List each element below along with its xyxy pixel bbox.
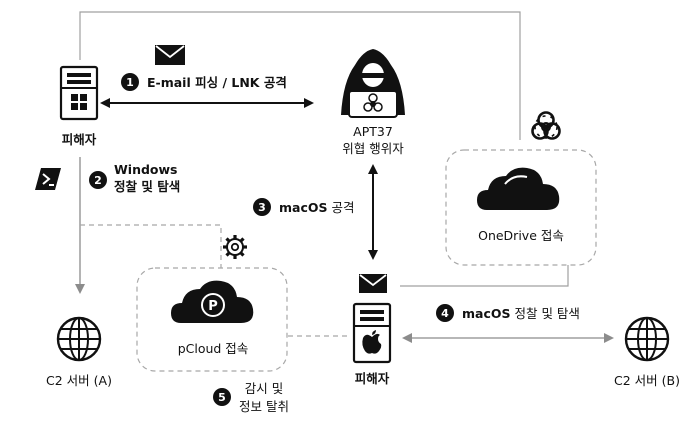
c2-b-label: C2 서버 (B) (614, 373, 680, 388)
gear-icon (223, 235, 247, 259)
apple-logo-icon (362, 330, 382, 354)
globe-icon (624, 316, 670, 362)
connector-lines (75, 11, 614, 343)
step-4-number: 4 (441, 307, 449, 320)
step-1-number: 1 (126, 76, 134, 89)
step-2-label-line1: Windows (114, 162, 178, 177)
globe-icon (56, 316, 102, 362)
svg-text:P: P (208, 299, 218, 314)
hacker-icon (341, 49, 405, 118)
step-5-badge (213, 388, 231, 406)
cloud-icon (477, 167, 560, 210)
mail-icon (155, 45, 185, 65)
step-1-label: E-mail 피싱 / LNK 공격 (147, 75, 287, 90)
attacker-name: APT37 (353, 124, 393, 139)
step-3-label-rest: 공격 (328, 200, 355, 215)
step-5-label-line2: 정보 탈취 (239, 399, 289, 414)
step-3-label: macOS 공격 (279, 200, 354, 215)
step-4-label-bold: macOS (462, 306, 511, 321)
onedrive-label: OneDrive 접속 (478, 228, 564, 243)
pcloud-label: pCloud 접속 (178, 341, 249, 356)
step-2-label-line2: 정찰 및 탐색 (114, 179, 180, 194)
windows-logo-icon (71, 94, 87, 110)
step-4-label-rest: 정찰 및 탐색 (511, 306, 580, 321)
biohazard-icon (531, 111, 561, 140)
step-2-badge (89, 171, 107, 189)
powershell-icon (35, 168, 61, 190)
attacker-desc: 위협 행위자 (342, 141, 404, 156)
victim-windows-label: 피해자 (62, 132, 97, 147)
step-3-label-bold: macOS (279, 200, 328, 215)
step-4-badge (436, 304, 454, 322)
victim-macos-label: 피해자 (355, 371, 390, 386)
mail-icon (359, 274, 387, 293)
victim-windows-server (59, 65, 99, 121)
step-3-number: 3 (258, 201, 266, 214)
victim-macos-server (352, 302, 392, 364)
step-4-label: macOS 정찰 및 탐색 (462, 306, 580, 321)
cloud-icon: P (171, 280, 254, 323)
step-1-badge (121, 73, 139, 91)
step-3-badge (253, 198, 271, 216)
step-5-label-line1: 감시 및 (245, 381, 283, 396)
c2-a-label: C2 서버 (A) (46, 373, 112, 388)
step-2-number: 2 (94, 174, 102, 187)
step-5-number: 5 (218, 391, 226, 404)
